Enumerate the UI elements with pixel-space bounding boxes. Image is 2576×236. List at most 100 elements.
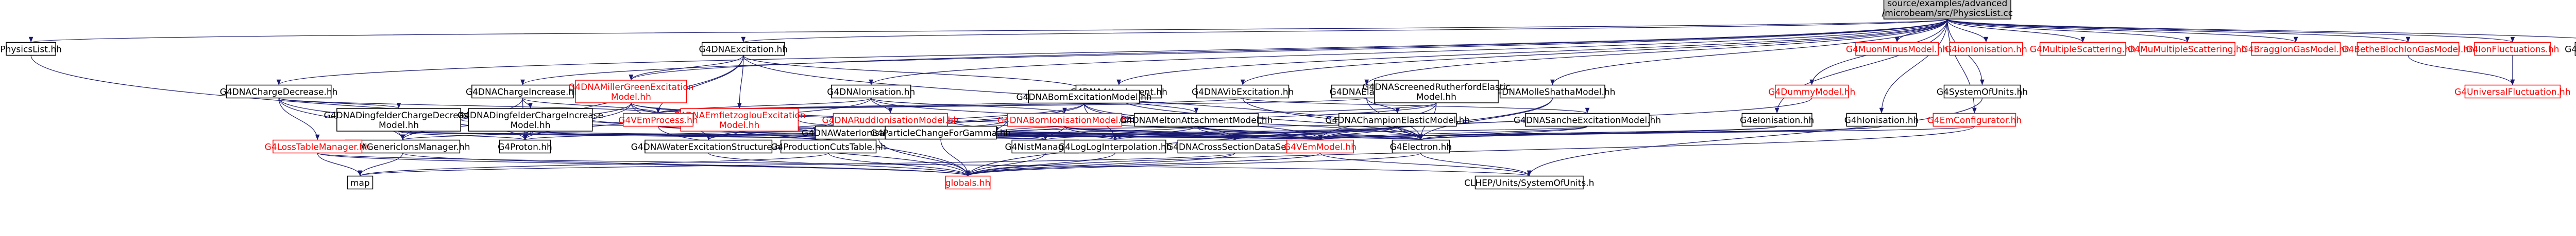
node-label: G4Electron.hh xyxy=(1389,142,1452,153)
node-box xyxy=(1286,139,1354,154)
node-dnamelton: G4DNAMeltonAttachmentModel.hh xyxy=(1120,113,1273,127)
node-box xyxy=(1134,113,1259,127)
node-box xyxy=(6,42,56,56)
node-vemmodel[interactable]: G4VEmModel.hh xyxy=(1284,139,1357,154)
node-mumultiplescattering[interactable]: G4MuMultipleScattering.hh xyxy=(2128,42,2247,56)
node-label: G4UniversalFluctuation.hh xyxy=(2454,87,2570,98)
node-box xyxy=(468,108,593,132)
dependency-edge xyxy=(1947,19,1977,114)
node-loglog: G4LogLogInterpolation.hh xyxy=(1058,139,1172,154)
node-box xyxy=(226,84,332,99)
node-braggion[interactable]: G4BraggIonGasModel.hh xyxy=(2241,42,2350,56)
dependency-edge xyxy=(520,19,1948,85)
node-universalfluctuation[interactable]: G4UniversalFluctuation.hh xyxy=(2454,84,2571,99)
node-dnachampion: G4DNAChampionElasticModel.hh xyxy=(1325,113,1470,127)
node-label: G4MuMultipleScattering.hh xyxy=(2128,45,2247,55)
node-multiplescattering[interactable]: G4MultipleScattering.hh xyxy=(2030,42,2136,56)
dependency-edge xyxy=(629,55,744,81)
node-systemofunits: G4SystemOfUnits.hh xyxy=(1937,84,2028,99)
node-dnavibexcitation: G4DNAVibExcitation.hh xyxy=(1192,84,1294,99)
node-label: map xyxy=(350,178,370,189)
node-box xyxy=(1499,84,1605,99)
node-box xyxy=(701,42,785,56)
dependency-edge xyxy=(1418,98,1553,140)
node-globals[interactable]: globals.hh xyxy=(945,175,991,190)
node-label: G4Proton.hh xyxy=(498,142,552,153)
node-dnaborn[interactable]: G4DNABornIonisationModel.hh xyxy=(997,113,1132,127)
node-box xyxy=(1525,113,1650,127)
node-box xyxy=(1007,113,1123,127)
dependency-edge xyxy=(965,153,1115,176)
node-label: G4DNASancheExcitationModel.hh xyxy=(1514,116,1661,126)
node-label: G4DNABornExcitationModel.hh xyxy=(1016,93,1151,103)
node-muonminus[interactable]: G4MuonMinusModel.hh xyxy=(1846,42,1948,56)
node-box xyxy=(1855,42,1939,56)
node-dummymodel[interactable]: G4DummyModel.hh xyxy=(1768,84,1855,99)
node-vemprocess[interactable]: G4VEmProcess.hh xyxy=(618,113,698,127)
node-box xyxy=(1374,80,1499,103)
node-clhep: CLHEP/Units/SystemOfUnits.h xyxy=(1464,175,1594,190)
node-label: G4DNAMillerGreenExcitation xyxy=(568,82,693,93)
node-ionionisation[interactable]: G4ionIonisation.hh xyxy=(1945,42,2027,56)
dependency-edge xyxy=(737,55,744,109)
dependency-edge xyxy=(522,131,531,140)
node-ionfluctuations[interactable]: G4IonFluctuations.hh xyxy=(2466,42,2559,56)
node-label: G4DNAMolleShathaModel.hh xyxy=(1489,87,1615,98)
node-label: G4DNAChampionElasticModel.hh xyxy=(1325,116,1470,126)
node-label: Model.hh xyxy=(719,120,759,131)
node-box xyxy=(1392,139,1450,154)
node-label: G4DNAScreenedRutherfordElastic xyxy=(1362,82,1510,93)
node-box xyxy=(336,108,461,132)
dependency-edge xyxy=(1318,125,1588,141)
node-map: map xyxy=(347,175,374,190)
node-label: Model.hh xyxy=(1416,92,1456,102)
dependency-edge xyxy=(869,19,1948,85)
node-box xyxy=(471,84,574,99)
node-losstablemanager[interactable]: G4LossTableManager.hh xyxy=(265,139,370,154)
node-dnaexcitation: G4DNAExcitation.hh xyxy=(699,42,788,56)
dependency-edge xyxy=(1242,98,1423,140)
node-label: G4DummyModel.hh xyxy=(1768,87,1855,98)
dependency-edge xyxy=(741,19,1948,43)
node-label: G4DNAVibExcitation.hh xyxy=(1192,87,1294,98)
node-box xyxy=(347,175,374,190)
dependency-edge xyxy=(965,152,1321,177)
node-label: globals.hh xyxy=(945,178,991,189)
dependency-edge xyxy=(1947,19,2085,43)
dependency-edge xyxy=(1894,19,1948,43)
node-box xyxy=(831,84,911,99)
dependency-edge xyxy=(1947,19,2190,43)
node-betheblochion[interactable]: G4BetheBlochIonGasModel.hh xyxy=(2342,42,2475,56)
node-emconfigurator[interactable]: G4EmConfigurator.hh xyxy=(1927,113,2022,127)
node-label: G4DNAEmfietzoglouExcitation xyxy=(673,111,806,121)
node-dnachargedecrease: G4DNAChargeDecrease.hh xyxy=(220,84,338,99)
node-label: G4ionIonisation.hh xyxy=(1945,45,2027,55)
dependency-edge xyxy=(1366,98,1400,114)
dependency-edge xyxy=(1418,125,1588,141)
dependency-edge xyxy=(965,126,1975,176)
node-dnarudd[interactable]: G4DNARuddIonisationModel.hh xyxy=(822,113,959,127)
node-label: G4DNAChargeDecrease.hh xyxy=(220,87,338,98)
node-box xyxy=(2357,42,2460,56)
dependency-edge xyxy=(398,131,1047,141)
dependency-edge xyxy=(1364,19,1948,85)
node-box xyxy=(2139,42,2235,56)
node-label: G4eIonisation.hh xyxy=(1740,116,1814,126)
node-paraticlechange: G4ParticleChangeForGamma.hh xyxy=(871,125,1011,140)
node-label: G4DNAMeltonAttachmentModel.hh xyxy=(1120,116,1273,126)
node-box xyxy=(1338,113,1457,127)
node-label: G4DNAGenericIonsManager.hh xyxy=(335,142,470,153)
dependency-edge xyxy=(522,97,660,114)
node-box xyxy=(1943,84,2021,99)
dependency-edge xyxy=(965,152,1421,177)
dependency-edge xyxy=(29,19,1948,43)
dependency-edge xyxy=(1318,125,1398,141)
node-electron: G4Electron.hh xyxy=(1389,139,1452,154)
dependency-edge xyxy=(400,131,531,141)
dependency-edge xyxy=(965,152,1235,177)
node-box xyxy=(273,139,363,154)
